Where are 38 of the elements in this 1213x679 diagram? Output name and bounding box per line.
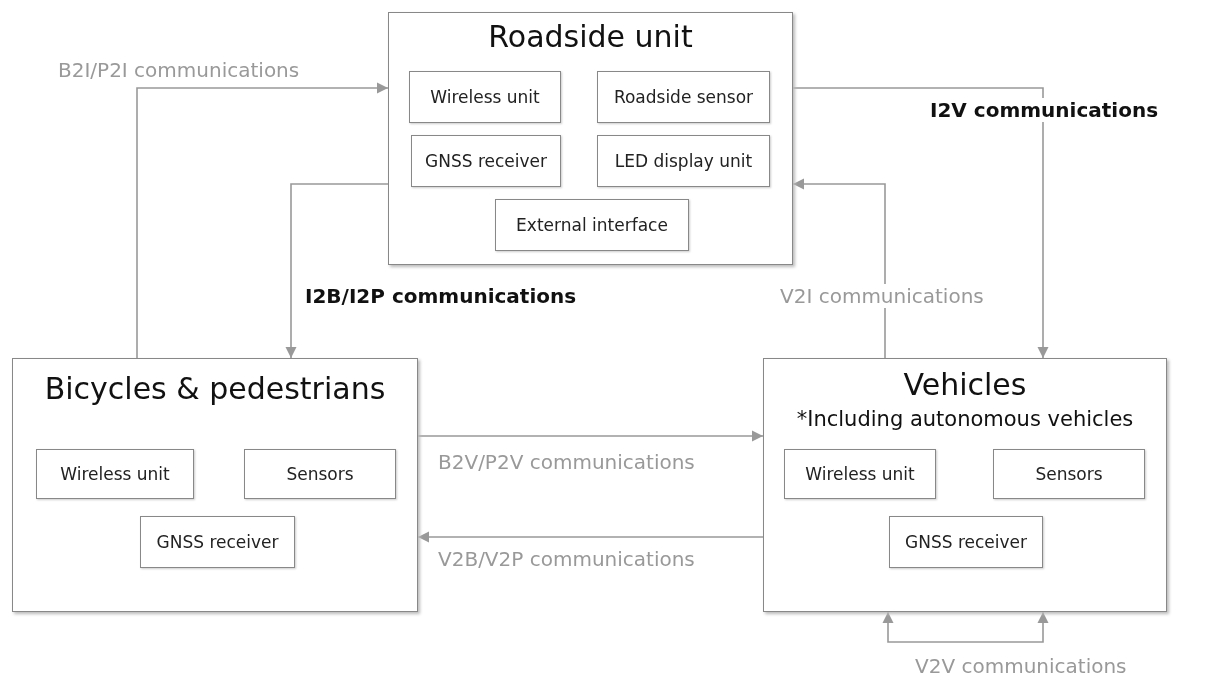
component-label: Sensors xyxy=(286,464,354,484)
box-title: Roadside unit xyxy=(487,19,694,54)
component-label: External interface xyxy=(516,215,668,235)
component-label: GNSS receiver xyxy=(425,151,547,171)
component-box xyxy=(889,516,1043,568)
arrow xyxy=(417,430,764,442)
arrow xyxy=(882,611,1049,643)
component-box xyxy=(36,449,194,499)
component-box xyxy=(411,135,561,187)
arrow xyxy=(285,183,389,359)
component-label: GNSS receiver xyxy=(905,532,1027,552)
arrow xyxy=(792,178,886,359)
component-label: GNSS receiver xyxy=(156,532,279,552)
edge-label: V2I communications xyxy=(778,284,986,308)
component-label: Wireless unit xyxy=(805,464,915,484)
system-box xyxy=(12,358,418,612)
box-subtitle: *Including autonomous vehicles xyxy=(795,407,1135,431)
component-box xyxy=(495,199,689,251)
arrow xyxy=(136,82,389,359)
component-box xyxy=(784,449,936,499)
component-label: Roadside sensor xyxy=(613,87,754,107)
system-box xyxy=(388,12,793,265)
box-title: Vehicles xyxy=(902,367,1028,402)
system-box xyxy=(763,358,1167,612)
arrow xyxy=(792,87,1049,359)
box-title: Bicycles & pedestrians xyxy=(43,371,387,406)
component-box xyxy=(993,449,1145,499)
component-box xyxy=(597,71,770,123)
component-box xyxy=(244,449,396,499)
component-label: Wireless unit xyxy=(430,87,540,107)
arrow xyxy=(417,531,764,543)
component-box xyxy=(409,71,561,123)
component-label: Wireless unit xyxy=(60,464,170,484)
component-box xyxy=(597,135,770,187)
component-label: Sensors xyxy=(1035,464,1103,484)
edge-label: I2V communications xyxy=(928,98,1161,122)
component-label: LED display unit xyxy=(614,151,753,171)
component-box xyxy=(140,516,295,568)
